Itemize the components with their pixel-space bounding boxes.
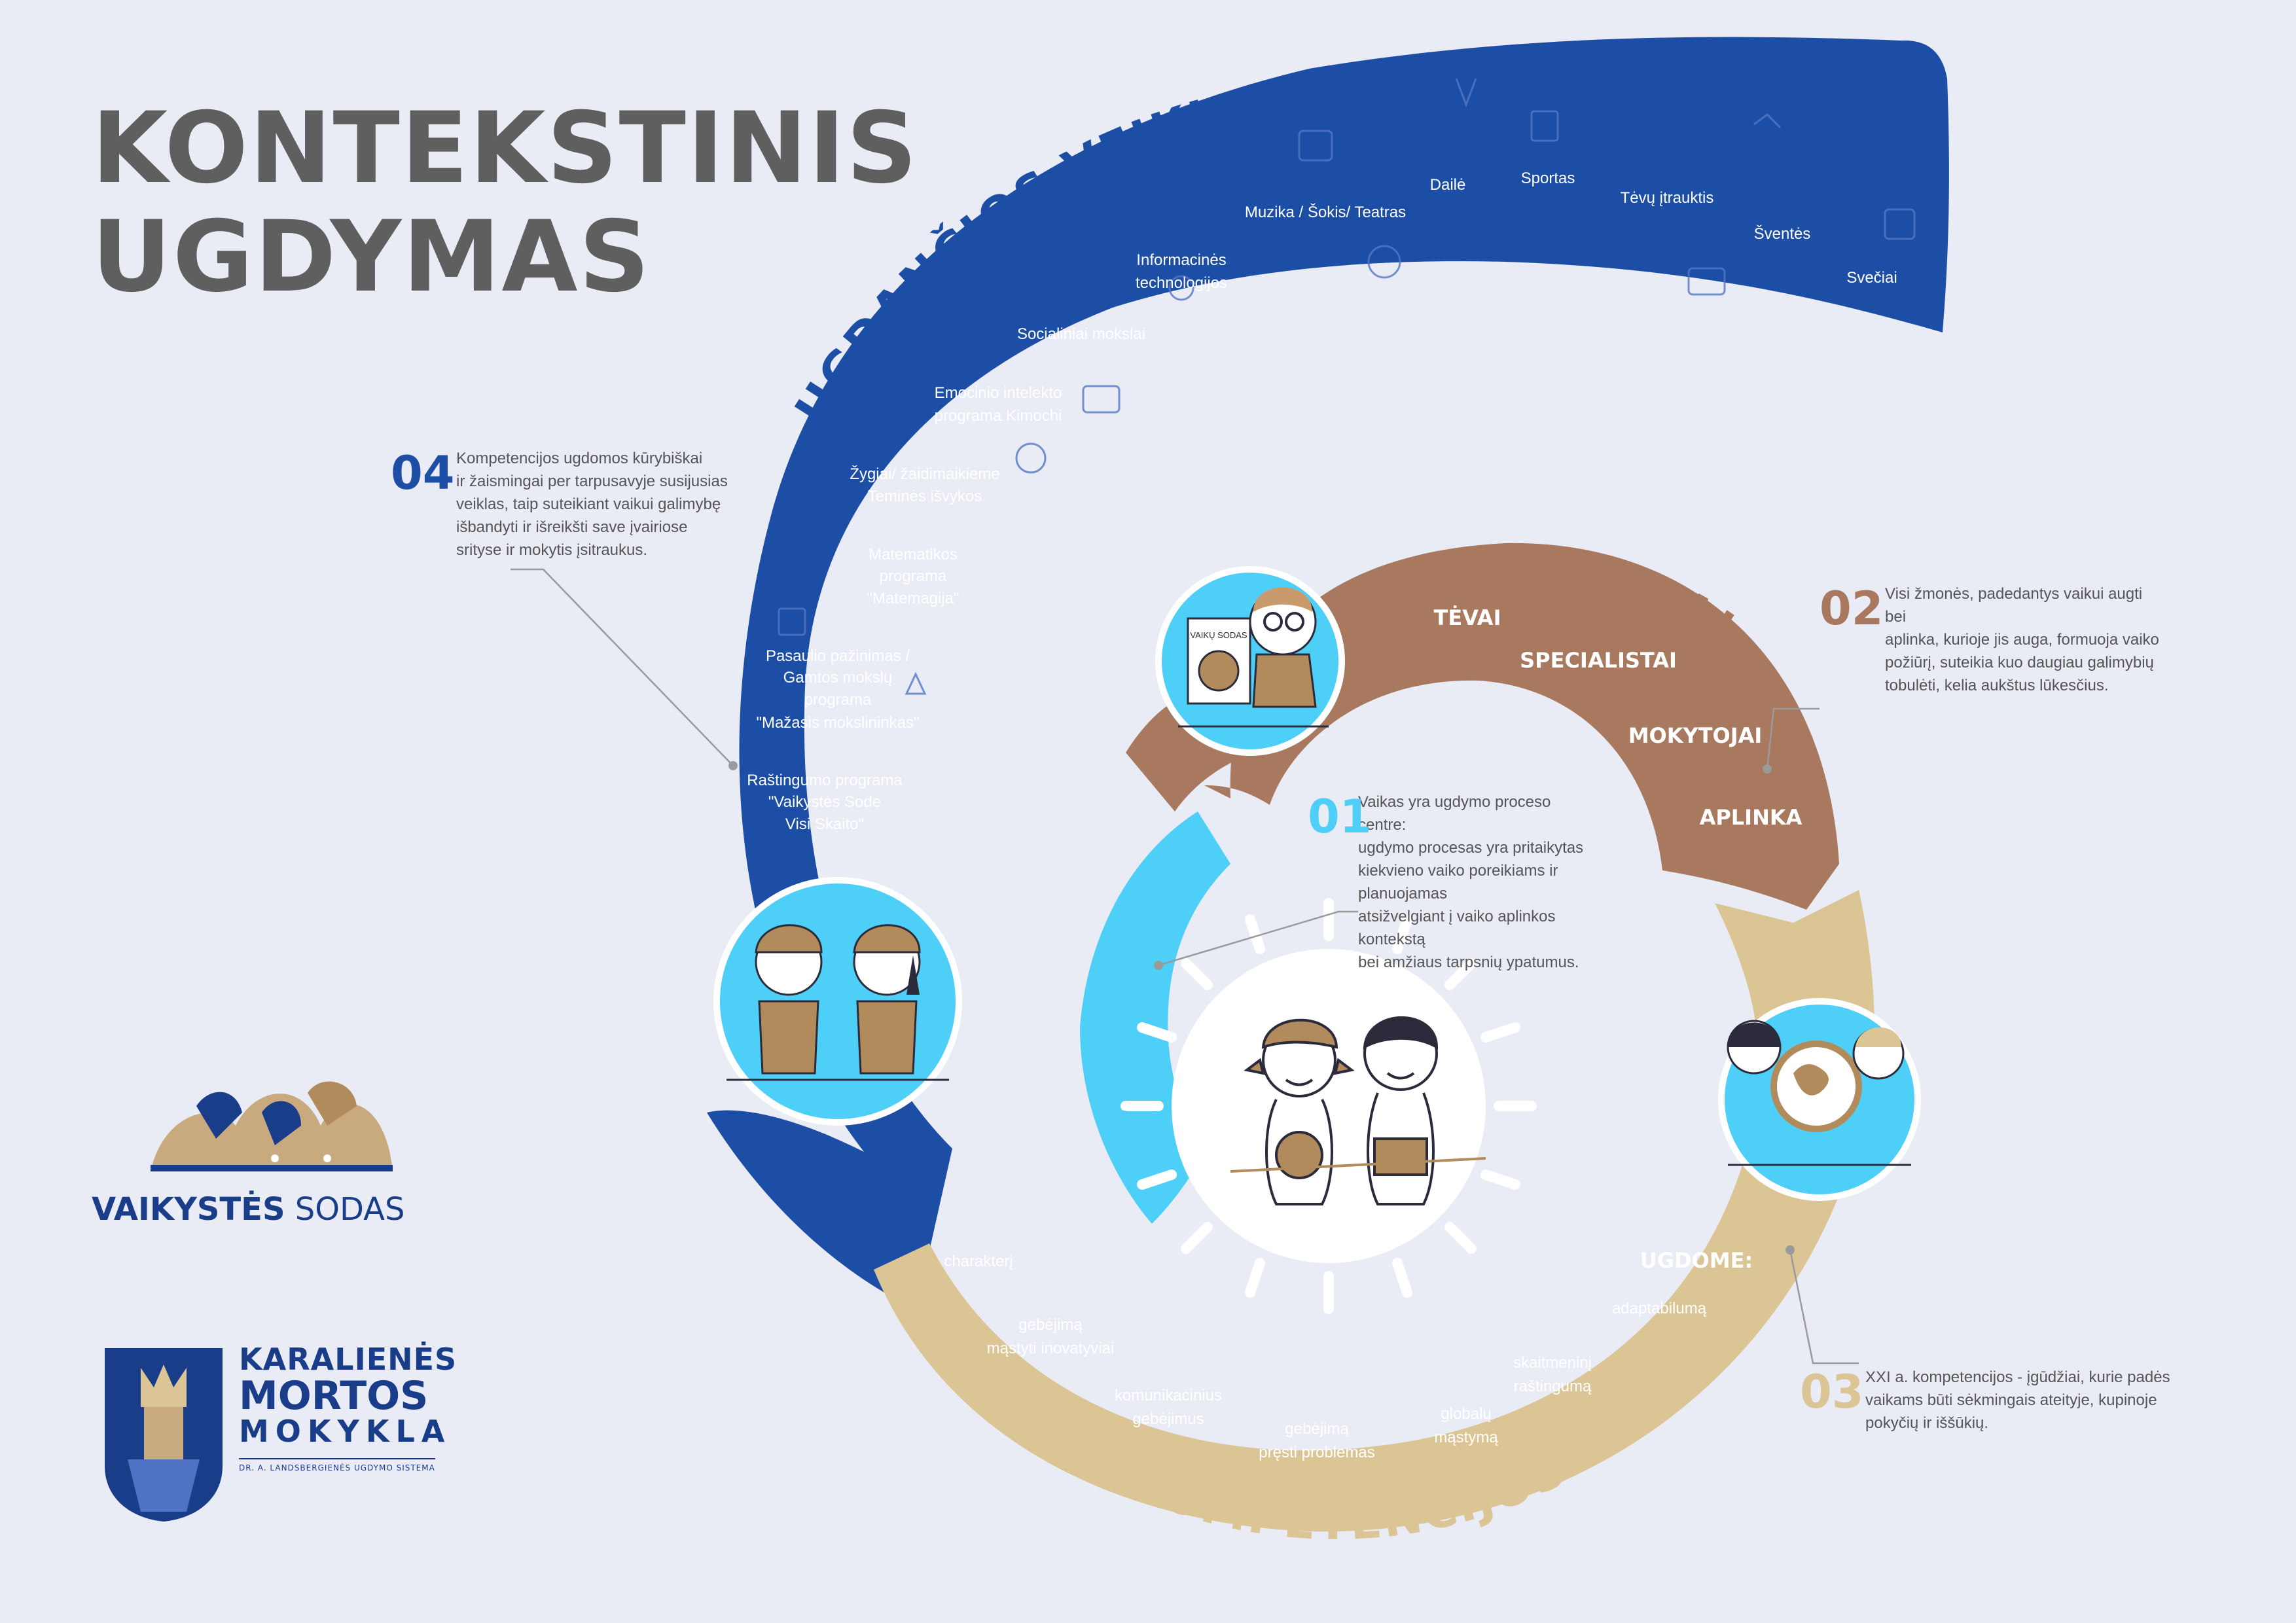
- km-subtitle: DR. A. LANDSBERGIENĖS UGDYMO SISTEMA: [239, 1458, 435, 1472]
- annotation-line: aplinka, kurioje jis auga, formuoja vaik…: [1885, 631, 2159, 649]
- competency-item: adaptabilumą: [1612, 1300, 1707, 1317]
- activity-item: Šventės: [1754, 224, 1811, 243]
- annotation-line: Kompetencijos ugdomos kūrybiškai: [456, 450, 703, 467]
- logo-light-word: SODAS: [295, 1191, 405, 1228]
- activity-item: "Matemagija": [867, 590, 959, 607]
- activity-item: Teminės išvykos: [868, 488, 982, 505]
- competencies-arc: [874, 890, 1874, 1532]
- annotation-number: 02: [1820, 582, 1884, 635]
- activity-item: Dailė: [1430, 176, 1466, 194]
- leader-dots: [728, 761, 1795, 1255]
- competency-item: gebėjimus: [1132, 1410, 1204, 1428]
- educator-item: SPECIALISTAI: [1520, 648, 1677, 673]
- activities-decor-icons: [778, 78, 1916, 695]
- annotation-line: kiekvieno vaiko poreikiams ir planuojama…: [1358, 862, 1558, 902]
- explorers-circle: [713, 877, 962, 1126]
- annotation-03: 03 XXI a. kompetencijos - įgūdžiai, kuri…: [1800, 1366, 2179, 1435]
- activity-item: Žygiai/ žaidimaikieme: [850, 465, 999, 483]
- activity-item: Svečiai: [1846, 269, 1897, 287]
- educators-list: TĖVAI SPECIALISTAI MOKYTOJAI APLINKA: [1434, 605, 1803, 830]
- leader-line-03: [1789, 1249, 1859, 1364]
- km-line3: MOKYKLA: [239, 1414, 452, 1449]
- annotation-line: Vaikas yra ugdymo proceso centre:: [1358, 793, 1551, 834]
- annotation-02: 02 Visi žmonės, padedantys vaikui augti …: [1820, 582, 2160, 697]
- annotation-number: 04: [391, 446, 455, 500]
- educator-circle: VAIKŲ SODAS: [1155, 566, 1345, 756]
- annotation-line: bei amžiaus tarpsnių ypatumus.: [1358, 954, 1579, 971]
- activity-item: Raštingumo programa: [747, 772, 903, 789]
- annotation-line: XXI a. kompetencijos - įgūdžiai, kurie p…: [1865, 1368, 2170, 1386]
- activities-list: Muzika / Šokis/ Teatras Dailė Sportas Tė…: [747, 169, 1897, 833]
- annotation-line: veiklas, taip suteikiant vaikui galimybę: [456, 495, 721, 513]
- activities-arc: [707, 37, 1949, 1309]
- competency-item: gebėjimą: [1285, 1420, 1349, 1438]
- competency-item: raštingumą: [1514, 1378, 1592, 1395]
- annotation-line: požiūrį, suteikia kuo daugiau galimybių: [1885, 654, 2154, 671]
- activity-item: "Vaikystės Sode: [768, 793, 881, 811]
- annotation-04: 04 Kompetencijos ugdomos kūrybiškai ir ž…: [391, 447, 731, 562]
- center-sun: [1121, 898, 1537, 1314]
- annotation-line: atsižvelgiant į vaiko aplinkos kontekstą: [1358, 908, 1556, 948]
- competencies-label: UGDOME:: [1640, 1248, 1753, 1273]
- annotation-line: pokyčių ir iššūkių.: [1865, 1414, 1989, 1432]
- competencies-list: UGDOME: charakterį gebėjimą mąstyti inov…: [944, 1248, 1753, 1461]
- leader-line-02: [1766, 707, 1820, 770]
- page-title-line2: UGDYMAS: [92, 200, 651, 314]
- activity-item: Tėvų įtrauktis: [1621, 189, 1714, 207]
- activity-item: Muzika / Šokis/ Teatras: [1245, 203, 1406, 221]
- annotation-line: Visi žmonės, padedantys vaikui augti bei: [1885, 585, 2143, 626]
- annotation-line: tobulėti, kelia aukštus lūkesčius.: [1885, 677, 2109, 694]
- educator-item: MOKYTOJAI: [1628, 723, 1763, 748]
- annotation-line: ir žaismingai per tarpusavyje susijusias: [456, 473, 728, 490]
- activity-item: Visi Skaito": [785, 815, 864, 833]
- km-line2: MORTOS: [239, 1373, 429, 1419]
- competency-item: mąstyti inovatyviai: [987, 1340, 1115, 1357]
- annotation-number: 03: [1800, 1365, 1864, 1419]
- activity-item: Matematikos: [869, 546, 958, 563]
- activity-item: "Mažasis mokslininkas": [756, 714, 919, 732]
- activity-item: Gamtos mokslų: [783, 669, 893, 687]
- leader-line-04: [511, 568, 734, 766]
- competency-item: skaitmeninį: [1513, 1354, 1592, 1372]
- educators-arc: [1204, 543, 1839, 910]
- vaikystes-sodas-logo: [151, 1081, 393, 1171]
- annotation-line: išbandyti ir išreikšti save įvairiose: [456, 518, 688, 536]
- educator-item: APLINKA: [1700, 805, 1803, 830]
- activity-item: programa: [804, 691, 872, 709]
- page-title-line1: KONTEKSTINIS: [92, 92, 919, 205]
- karalienes-mortos-shield: [105, 1348, 223, 1522]
- activity-item: Sportas: [1521, 169, 1575, 187]
- activity-item: technologijos: [1136, 274, 1227, 292]
- globe-circle: [1718, 998, 1921, 1201]
- leader-line-01: [1158, 910, 1358, 967]
- logo-bold-word: VAIKYSTĖS: [92, 1191, 285, 1228]
- children-reading-illustration: [1230, 1016, 1486, 1205]
- sign-text: VAIKŲ SODAS: [1190, 630, 1247, 640]
- child-arc: [1080, 812, 1230, 1224]
- annotation-01: 01 Vaikas yra ugdymo proceso centre: ugd…: [1308, 791, 1594, 974]
- competency-item: globalų: [1441, 1405, 1491, 1423]
- competency-item: charakterį: [944, 1253, 1013, 1270]
- activity-item: Socialiniai mokslai: [1017, 325, 1145, 343]
- vaikystes-sodas-wordmark: VAIKYSTĖS SODAS: [92, 1191, 404, 1228]
- activity-item: Informacinės: [1136, 251, 1226, 269]
- competency-item: gebėjimą: [1018, 1316, 1083, 1334]
- leader-lines: [511, 568, 1859, 1364]
- annotation-line: ugdymo procesas yra pritaikytas: [1358, 839, 1584, 857]
- activity-item: programa Kimochi: [935, 407, 1062, 425]
- competency-item: pręsti problemas: [1259, 1444, 1374, 1461]
- annotation-line: srityse ir mokytis įsitraukus.: [456, 541, 648, 559]
- km-line1: KARALIENĖS: [239, 1342, 457, 1377]
- educator-item: TĖVAI: [1434, 605, 1501, 630]
- activity-item: Emocinio intelekto: [935, 384, 1062, 402]
- activity-item: programa: [880, 567, 947, 585]
- competency-item: komunikacinius: [1115, 1387, 1222, 1404]
- activity-item: Pasaulio pažinimas /: [766, 647, 910, 665]
- competency-item: mąstymą: [1434, 1429, 1498, 1446]
- annotation-line: vaikams būti sėkmingais ateityje, kupino…: [1865, 1391, 2157, 1409]
- annotation-number: 01: [1308, 790, 1372, 844]
